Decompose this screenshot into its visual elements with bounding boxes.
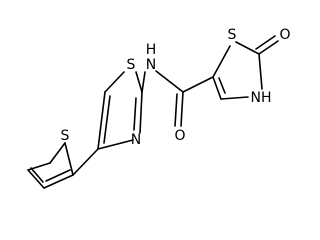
bond-c2-nh	[141, 71, 146, 93]
bond-nh-carbonyl	[155, 70, 184, 93]
bond-thiophene-thiazole	[72, 148, 99, 176]
bond-thiophene-s-c2	[49, 142, 66, 164]
bond-ketone-c-o-inner	[255, 35, 276, 50]
atom-nh-thiazolone: NH	[251, 90, 272, 106]
bond-thiophene-c3-c2	[27, 162, 51, 171]
bond-carbonyl-o	[180, 91, 184, 127]
chemical-structure: S S N N H O S O NH	[27, 27, 291, 189]
bond-thiazolone-c4-c5-inner	[218, 77, 226, 94]
bond-thiazole-c4-c5	[97, 91, 106, 150]
bond-thiazole-c4-c5-inner	[103, 95, 111, 144]
atom-o-amide: O	[174, 128, 185, 144]
bond-ketone-c-o	[258, 40, 279, 55]
bond-thiazole-n-c4	[97, 139, 134, 150]
atom-h-amide: H	[146, 42, 157, 58]
bond-thiophene-c5-c4-inner	[45, 169, 71, 182]
bond-thiazole-c5-s	[104, 71, 125, 93]
bond-thiazolone-n-c4	[220, 96, 249, 100]
bond-thiazole-c2-n	[139, 91, 143, 134]
bond-thiophene-s-c5	[64, 142, 74, 176]
atom-n-thiazole: N	[131, 132, 141, 148]
bond-thiazolone-c4-c5	[212, 76, 222, 100]
atom-o-ketone: O	[279, 27, 290, 43]
bond-thiophene-c5-c4	[43, 174, 74, 189]
bond-thiazole-s-c2	[135, 71, 143, 93]
atom-labels: S S N N H O S O NH	[61, 27, 291, 148]
bond-carbonyl-o-inner	[174, 93, 178, 127]
atom-n-amide: N	[146, 57, 156, 73]
bonds	[27, 35, 279, 189]
atom-s-thiazole: S	[127, 57, 136, 73]
bond-thiazolone-c2-n	[258, 53, 263, 90]
bond-thiazolone-c5-s	[212, 45, 231, 78]
atom-s-thiazolone: S	[228, 27, 237, 43]
atom-s-thiophene: S	[61, 128, 70, 144]
bond-thiazole-c2-n-inner	[133, 97, 137, 131]
bond-thiophene-c4-c3	[27, 169, 45, 189]
bond-thiazolone-s-c2	[235, 41, 260, 55]
bond-thiophene-c4-c3-inner	[30, 167, 44, 183]
bond-carbonyl-c5	[182, 76, 214, 93]
